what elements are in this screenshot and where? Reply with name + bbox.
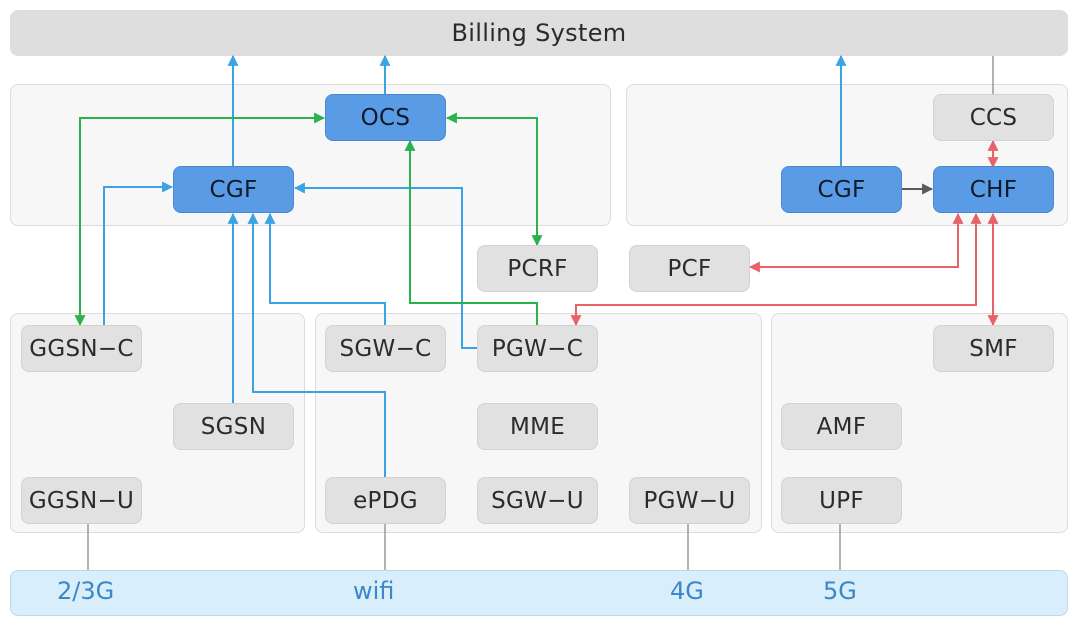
pgw-u-node: PGW−U — [629, 477, 750, 524]
sgsn-node: SGSN — [173, 403, 294, 450]
access-label-wifi: wifi — [353, 577, 395, 605]
upf-node: UPF — [781, 477, 902, 524]
ggsn-c-node: GGSN−C — [21, 325, 142, 372]
amf-node: AMF — [781, 403, 902, 450]
pcf-node: PCF — [629, 245, 750, 292]
access-label-4g: 4G — [670, 577, 704, 605]
epdg-node: ePDG — [325, 477, 446, 524]
access-label-2-3g: 2/3G — [57, 577, 115, 605]
sgw-u-node: SGW−U — [477, 477, 598, 524]
cgf-5g-node: CGF — [781, 166, 902, 213]
pgw-c-node: PGW−C — [477, 325, 598, 372]
mme-node: MME — [477, 403, 598, 450]
access-label-5g: 5G — [823, 577, 857, 605]
pcrf-node: PCRF — [477, 245, 598, 292]
link-chf-pgwc — [570, 212, 982, 327]
link-pgwc-ocs — [404, 139, 538, 325]
link-sgwc-cgf — [264, 212, 386, 325]
cgf-node: CGF — [173, 166, 294, 213]
ocs-node: OCS — [325, 94, 446, 141]
access-network-bar — [10, 570, 1068, 616]
smf-node: SMF — [933, 325, 1054, 372]
link-ocs-pcrf — [445, 112, 543, 247]
chf-node: CHF — [933, 166, 1054, 213]
ccs-node: CCS — [933, 94, 1054, 141]
link-ocs-ggsnc — [74, 112, 326, 327]
ggsn-u-node: GGSN−U — [21, 477, 142, 524]
link-ggsnc-cgf — [103, 181, 174, 325]
link-chf-pcf — [748, 212, 964, 273]
link-pgwc-cgf — [293, 182, 478, 349]
sgw-c-node: SGW−C — [325, 325, 446, 372]
billing-system: Billing System — [10, 10, 1068, 56]
